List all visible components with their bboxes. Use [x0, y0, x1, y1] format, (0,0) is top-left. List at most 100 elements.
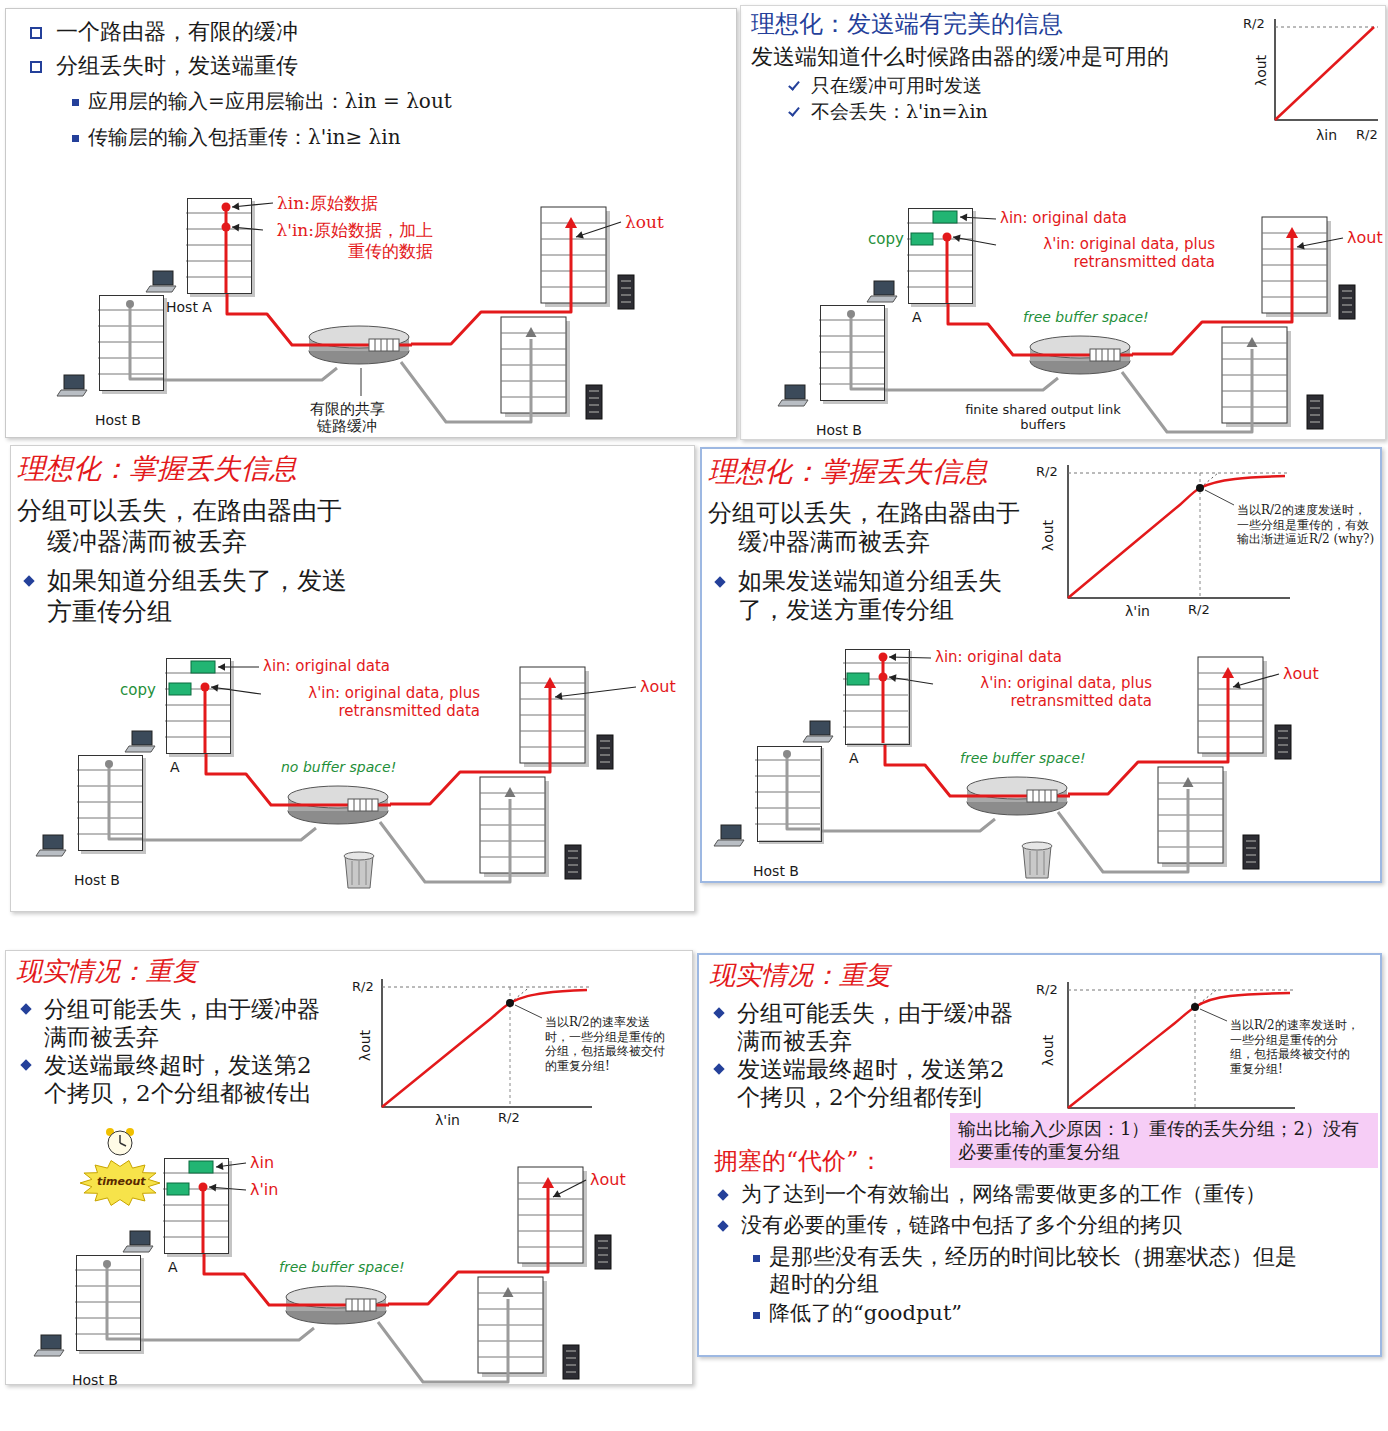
- leader-line: [1233, 674, 1279, 687]
- axis-label: λout: [1040, 520, 1057, 551]
- bullet-dot: [72, 135, 79, 142]
- laptop-screen: [132, 731, 152, 745]
- text-slot: 发送端最终超时，发送第2个拷贝，2个分组都被传出: [44, 1051, 329, 1107]
- rate-label: λout: [625, 212, 664, 233]
- stack-row: [501, 381, 566, 382]
- packet: [189, 1161, 213, 1173]
- chart-point: [506, 999, 514, 1007]
- bullet-diamond: [714, 576, 725, 587]
- server-slot: [1246, 840, 1256, 842]
- stack-row: [1262, 249, 1327, 250]
- stack-row: [1198, 705, 1263, 706]
- text-slot: R/2: [498, 1110, 520, 1126]
- stack-row: [518, 1199, 583, 1200]
- stack-row: [541, 239, 606, 240]
- text-slot: λin: [250, 1153, 274, 1173]
- timeout-label: timeout: [97, 1175, 146, 1188]
- stack-row: [186, 213, 251, 214]
- arrowhead: [526, 327, 537, 337]
- trash-rib: [1030, 851, 1031, 875]
- server-slot: [1278, 744, 1288, 746]
- stack-row: [541, 255, 606, 256]
- text-slot: 发送端知道什么时候路由器的缓冲是可用的: [751, 44, 1169, 71]
- buffer-stack: [75, 1254, 140, 1350]
- laptop-base: [123, 1246, 153, 1252]
- panel-title: 现实情况：重复: [16, 956, 198, 988]
- buffer-slot: [1102, 349, 1103, 361]
- laptop-base: [34, 1350, 64, 1356]
- packet-copy: [911, 233, 933, 245]
- flow-connector: [948, 304, 1028, 355]
- rate-label: λin: [250, 1153, 274, 1173]
- server-slot: [600, 761, 610, 763]
- axis-label: R/2: [1356, 127, 1378, 143]
- flow-connector: [885, 745, 965, 796]
- text-slot: R/2: [1188, 602, 1210, 618]
- buffer-slot: [372, 799, 373, 811]
- axis-label: R/2: [1036, 464, 1058, 480]
- host-label: A: [912, 309, 922, 326]
- rate-label: λ'in:原始数据，加上重传的数据: [267, 220, 433, 261]
- server-slot: [566, 1371, 576, 1373]
- stack-row: [163, 1237, 228, 1238]
- text-slot: R/2: [1036, 464, 1058, 480]
- heading-text: 一个路由器，有限的缓冲: [56, 19, 298, 46]
- text-slot: Host B: [74, 872, 120, 889]
- flow-line: [882, 657, 885, 743]
- stack-row: [843, 663, 908, 664]
- text-slot: λout: [640, 677, 676, 697]
- bullet-diamond: [23, 576, 34, 587]
- stack-row: [163, 1221, 228, 1222]
- arrowhead: [1297, 242, 1305, 250]
- stack-row: [518, 1231, 583, 1232]
- text-slot: λin: [1316, 127, 1337, 144]
- host-buffer: A: [164, 1158, 229, 1254]
- host-buffer: A: [908, 208, 973, 304]
- axis-label: λout: [1040, 1035, 1057, 1066]
- server-slot: [589, 390, 599, 392]
- server-slot: [1310, 414, 1320, 416]
- text-slot: λout: [1033, 1042, 1064, 1059]
- router-buffer: [348, 799, 378, 811]
- axis-label: R/2: [1036, 982, 1058, 998]
- stack-row: [163, 1205, 228, 1206]
- link-line: [1058, 789, 1188, 872]
- text-slot: free buffer space!: [1023, 309, 1149, 326]
- clock-hand: [120, 1143, 126, 1146]
- flow-dot: [199, 1183, 208, 1192]
- arrowhead: [503, 1287, 514, 1297]
- flow-dot: [879, 673, 888, 682]
- text-slot: 为了达到一个有效输出，网络需要做更多的工作（重传）: [741, 1182, 1371, 1208]
- server-slot: [1342, 311, 1352, 313]
- axis-label: R/2: [498, 1110, 520, 1126]
- chart-point: [1196, 484, 1204, 492]
- bullet-text: 分组可能丢失，由于缓冲器满而被丢弃: [737, 999, 1022, 1055]
- router-buffer: [1027, 790, 1057, 802]
- text-slot: λout: [625, 212, 664, 233]
- flow-connector: [206, 754, 286, 805]
- server-slot: [600, 754, 610, 756]
- text-slot: 不会丢失：λ'in=λin: [811, 100, 988, 123]
- buffer-note: finite shared output link buffers: [963, 403, 1123, 433]
- buffer-slot: [360, 799, 361, 811]
- server-slot: [598, 1240, 608, 1242]
- stack-row: [843, 727, 908, 728]
- server-slot: [589, 397, 599, 399]
- router: free buffer space!finite shared output l…: [1028, 333, 1133, 378]
- router: 有限的共享 链路缓冲: [307, 323, 412, 368]
- buffer-stack: [77, 754, 142, 850]
- text-slot: λin: original data: [263, 657, 390, 675]
- text-slot: R/2: [1036, 982, 1058, 998]
- link-connector: [141, 1328, 314, 1340]
- rate-label: λ'in: original data, plus retransmitted …: [937, 674, 1152, 711]
- stack-row: [165, 737, 230, 738]
- link-line: [787, 754, 820, 829]
- text-slot: λout: [1033, 527, 1064, 544]
- buffer-slot: [381, 339, 382, 351]
- stack-row: [186, 277, 251, 278]
- text-slot: 当以R/2的速度发送时，一些分组是重传的，有效输出渐进逼近R/2 (why?): [1237, 503, 1377, 547]
- link-line: [109, 764, 142, 839]
- stack-row: [478, 1357, 543, 1358]
- bullet-text: 如果发送端知道分组丢失了，发送方重传分组: [738, 567, 1010, 626]
- trash-can: [345, 856, 373, 888]
